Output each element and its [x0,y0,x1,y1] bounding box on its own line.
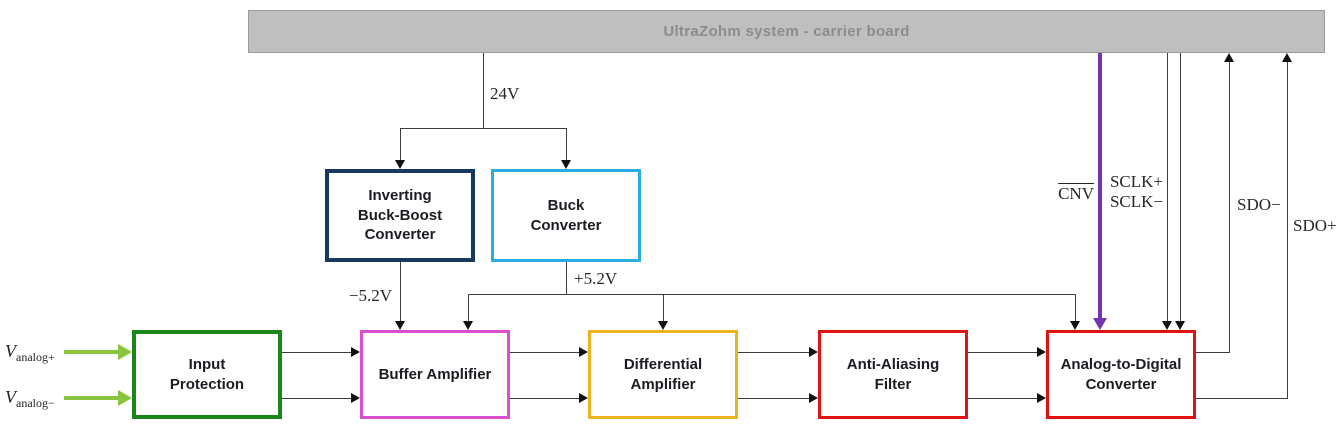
arrowhead-neg5v2-icon [395,321,405,330]
wire-ip-buf-top [282,352,352,353]
wire-sdo-plus-horizontal [1196,398,1288,399]
wire-sdo-minus-vertical [1229,61,1230,353]
wire-buf-diff-top [510,352,580,353]
wire-pos5v2-rail [468,294,1076,295]
wire-sclk-plus [1167,53,1168,322]
arrowhead-buf-diff-top-icon [579,347,588,357]
label-v-analog-plus: Vanalog+ [5,341,55,365]
wire-pos5v2-drop-diff [663,294,664,322]
label-24v: 24V [490,84,520,103]
wire-cnv [1098,53,1102,319]
wire-sdo-minus-horizontal [1196,352,1230,353]
arrowhead-24v-right-icon [561,160,571,169]
label-pos5v2: +5.2V [574,269,618,288]
wire-analog-minus-input [64,396,119,400]
wire-sclk-minus [1180,53,1181,322]
label-sdo-minus: SDO− [1237,195,1281,214]
wire-aaf-adc-top [968,352,1038,353]
arrowhead-24v-left-icon [395,160,405,169]
wire-pos5v2-drop-adc [1075,294,1076,322]
v-analog-plus-symbol: V [5,341,16,361]
differential-amplifier-label: Differential Amplifier [623,356,703,393]
arrowhead-ip-buf-top-icon [351,347,360,357]
block-anti-aliasing-filter: Anti-Aliasing Filter [818,330,968,419]
block-adc: Analog-to-Digital Converter [1046,330,1196,419]
wire-24v-stem [483,53,484,129]
wire-neg5v2 [400,262,401,322]
wire-24v-rail [400,128,567,129]
carrier-board-title: UltraZohm system - carrier board [663,23,910,40]
arrowhead-analog-minus-icon [118,390,132,406]
anti-aliasing-filter-label: Anti-Aliasing Filter [846,356,940,393]
v-analog-plus-subscript: analog+ [16,350,55,364]
label-v-analog-minus: Vanalog− [5,387,55,411]
label-sdo-plus: SDO+ [1293,216,1337,235]
wire-diff-aaf-top [738,352,810,353]
wire-24v-drop-left [400,128,401,161]
arrowhead-sdo-plus-icon [1282,53,1292,62]
label-neg5v2: −5.2V [348,286,392,305]
adc-label: Analog-to-Digital Converter [1060,356,1182,393]
arrowhead-buf-diff-bottom-icon [579,393,588,403]
label-sclk-minus: SCLK− [1109,192,1163,211]
block-differential-amplifier: Differential Amplifier [588,330,738,419]
arrowhead-sclk-plus-icon [1162,321,1172,330]
v-analog-minus-subscript: analog− [16,396,55,410]
wire-analog-plus-input [64,350,119,354]
wire-24v-drop-right [566,128,567,161]
wire-diff-aaf-bottom [738,398,810,399]
wire-buck-output [566,262,567,295]
inverting-buck-boost-label: Inverting Buck-Boost Converter [357,187,443,244]
arrowhead-pos5v2-buffer-icon [463,321,473,330]
arrowhead-aaf-adc-top-icon [1037,347,1046,357]
block-buffer-amplifier: Buffer Amplifier [360,330,510,419]
arrowhead-pos5v2-adc-icon [1070,321,1080,330]
arrowhead-cnv-icon [1093,318,1107,330]
carrier-board-bar: UltraZohm system - carrier board [248,10,1325,53]
input-protection-label: Input Protection [169,356,245,393]
wire-buf-diff-bottom [510,398,580,399]
arrowhead-analog-plus-icon [118,344,132,360]
wire-sdo-plus-vertical [1287,61,1288,399]
arrowhead-diff-aaf-bottom-icon [809,393,818,403]
label-cnv: CNV [1058,184,1094,203]
v-analog-minus-symbol: V [5,387,16,407]
arrowhead-sdo-minus-icon [1224,53,1234,62]
block-buck-converter: Buck Converter [491,169,641,262]
arrowhead-pos5v2-diff-icon [658,321,668,330]
block-inverting-buck-boost-converter: Inverting Buck-Boost Converter [325,169,475,262]
wire-aaf-adc-bottom [968,398,1038,399]
arrowhead-aaf-adc-bottom-icon [1037,393,1046,403]
arrowhead-diff-aaf-top-icon [809,347,818,357]
block-input-protection: Input Protection [132,330,282,419]
arrowhead-sclk-minus-icon [1175,321,1185,330]
wire-pos5v2-drop-buffer [468,294,469,322]
wire-ip-buf-bottom [282,398,352,399]
buffer-amplifier-label: Buffer Amplifier [378,365,492,383]
buck-converter-label: Buck Converter [530,197,602,234]
label-sclk-plus: SCLK+ [1109,172,1163,191]
arrowhead-ip-buf-bottom-icon [351,393,360,403]
